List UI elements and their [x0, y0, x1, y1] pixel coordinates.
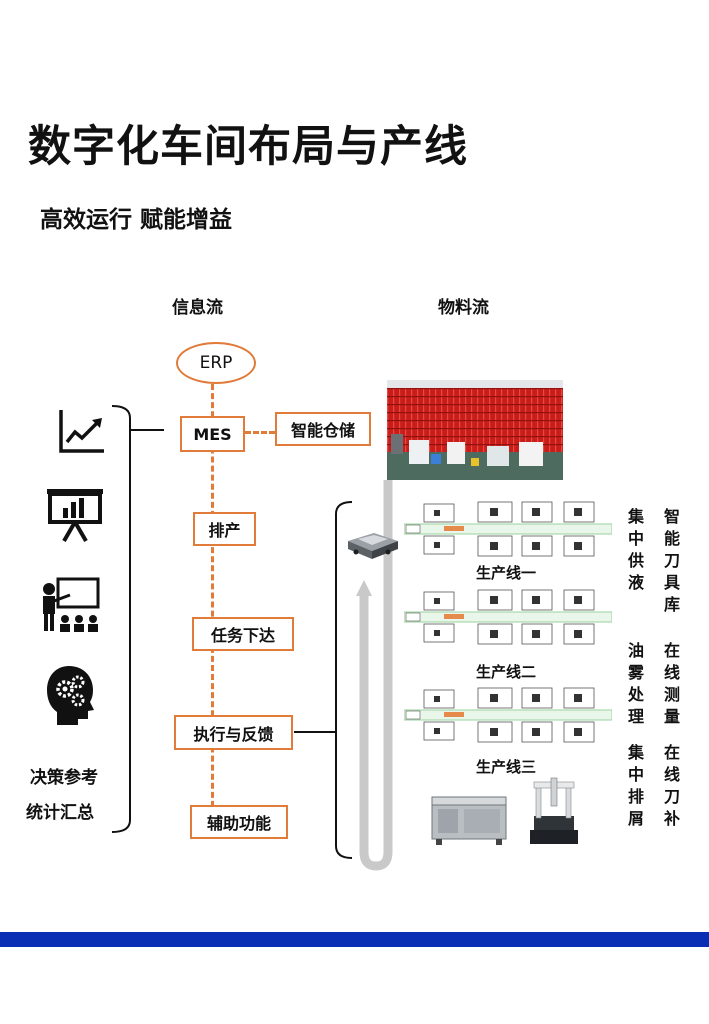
head-gears-icon	[47, 666, 94, 725]
left-bracket	[111, 405, 164, 833]
smart-warehouse-image	[387, 380, 563, 480]
label-online-tool-compensation: 在线刀补	[663, 743, 680, 828]
scheduling-node: 排产	[193, 512, 256, 546]
label-oil-mist: 油雾处理	[627, 641, 644, 726]
material-return-arrow	[356, 480, 393, 871]
material-flow-header: 物料流	[438, 298, 489, 318]
task-dispatch-node: 任务下达	[192, 617, 294, 651]
footer-bar	[0, 932, 709, 947]
label-chip-removal: 集中排屑	[627, 743, 644, 828]
production-line-2-label: 生产线二	[476, 663, 537, 681]
mes-node: MES	[180, 416, 245, 452]
page-title: 数字化车间布局与产线	[28, 122, 468, 172]
presentation-board-icon	[47, 489, 103, 542]
production-line-3-image	[404, 687, 612, 743]
production-line-2-image	[404, 589, 612, 645]
page-subtitle: 高效运行 赋能增益	[40, 207, 233, 233]
auxiliary-node: 辅助功能	[190, 805, 288, 839]
production-line-3-label: 生产线三	[476, 758, 537, 776]
agv-image	[348, 533, 398, 559]
label-smart-tool-magazine: 智能刀具库	[663, 507, 680, 614]
label-central-coolant: 集中供液	[627, 507, 644, 592]
trainer-audience-icon	[43, 577, 100, 632]
execution-feedback-node: 执行与反馈	[174, 715, 293, 750]
cmm-image	[530, 777, 578, 844]
info-flow-line	[211, 384, 214, 816]
middle-bracket	[294, 501, 353, 859]
mes-warehouse-link	[245, 431, 275, 434]
info-flow-header: 信息流	[172, 298, 223, 318]
production-line-1-image	[404, 501, 612, 557]
label-online-measurement: 在线测量	[663, 641, 680, 726]
trend-chart-icon	[59, 410, 104, 453]
warehouse-node: 智能仓储	[275, 412, 371, 446]
erp-node: ERP	[176, 342, 256, 384]
cleaning-machine-image	[431, 796, 507, 845]
statistics-label: 统计汇总	[26, 803, 94, 823]
decision-label: 决策参考	[30, 768, 98, 788]
production-line-1-label: 生产线一	[476, 564, 537, 582]
